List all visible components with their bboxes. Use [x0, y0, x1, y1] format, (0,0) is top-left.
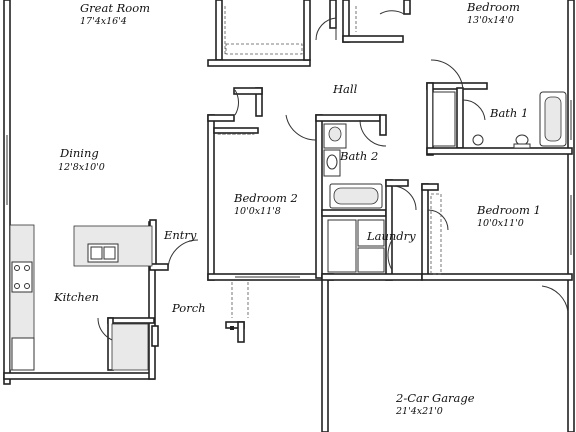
kitchen-label: Kitchen — [53, 290, 99, 304]
kitchen-fixtures — [9, 224, 153, 371]
laundry-label: Laundry — [366, 229, 416, 243]
garage-dims: 21'4x21'0 — [395, 406, 443, 417]
windows — [6, 100, 572, 278]
hall-label: Hall — [332, 82, 358, 96]
laundry-fixtures — [327, 219, 385, 273]
garage-label: 2-Car Garage — [395, 391, 475, 405]
bath-2-label: Bath 2 — [339, 149, 378, 163]
porch-post — [225, 321, 245, 343]
great-room-dims: 17'4x16'4 — [80, 16, 127, 27]
bedroom-2-label: Bedroom 2 — [233, 191, 298, 205]
closet-rods — [217, 6, 442, 318]
room-labels: Great Room 17'4x16'4 Bedroom 13'0x14'0 H… — [53, 0, 541, 417]
bath-1-label: Bath 1 — [489, 106, 528, 120]
entry-label: Entry — [163, 228, 197, 242]
dining-label: Dining — [59, 146, 99, 160]
great-room-label: Great Room — [80, 1, 150, 15]
bath-2-fixtures — [323, 123, 383, 209]
bedroom-1-dims: 10'0x11'0 — [477, 218, 524, 229]
bath-1-fixtures — [432, 91, 567, 149]
bedroom-top-label: Bedroom — [466, 0, 520, 14]
door-swings — [97, 10, 569, 343]
dining-dims: 12'8x10'0 — [58, 162, 105, 173]
bedroom-2-dims: 10'0x11'8 — [234, 206, 281, 217]
bedroom-top-dims: 13'0x14'0 — [467, 15, 514, 26]
bedroom-1-label: Bedroom 1 — [476, 203, 541, 217]
porch-label: Porch — [171, 301, 206, 315]
